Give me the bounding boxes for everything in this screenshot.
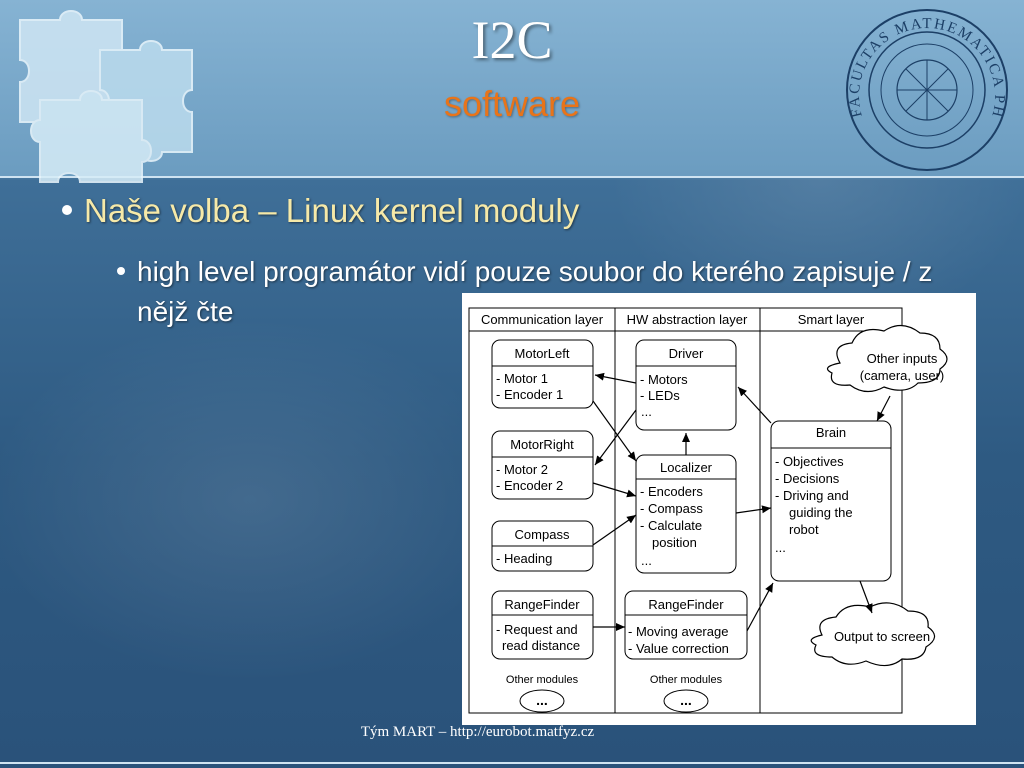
module-title: Brain [816, 425, 846, 440]
module-brain: Brain - Objectives - Decisions - Driving… [770, 420, 892, 582]
module-line: - Request and [496, 622, 578, 637]
module-driver: Driver - Motors - LEDs ... [635, 339, 737, 431]
module-line: - Compass [640, 501, 703, 516]
cloud-output: Output to screen [810, 602, 936, 667]
architecture-diagram: Communication layer HW abstraction layer… [462, 293, 976, 725]
module-line: - Value correction [628, 641, 729, 656]
module-line: - Objectives [775, 454, 844, 469]
arrow-driver-to-motorright [594, 409, 637, 466]
module-line: ... [641, 553, 652, 568]
module-line: ... [641, 404, 652, 419]
ellipsis-text: ... [680, 692, 692, 708]
column-header-communication: Communication layer [481, 312, 604, 327]
module-title: Localizer [660, 460, 713, 475]
arrow-brain-to-output [859, 580, 873, 614]
module-line: - Encoder 1 [496, 387, 563, 402]
module-motorright: MotorRight - Motor 2 - Encoder 2 [491, 430, 594, 500]
arrow-driver-to-motorleft [594, 372, 637, 384]
cloud-text: (camera, user) [860, 368, 945, 383]
column-header-hw-abstraction: HW abstraction layer [627, 312, 748, 327]
module-motorleft: MotorLeft - Motor 1 - Encoder 1 [491, 339, 594, 409]
other-modules-label: Other modules [650, 674, 723, 686]
bullet-main: Naše volba – Linux kernel moduly [62, 192, 579, 230]
arrow-motorleft-to-localizer [592, 400, 637, 462]
arrow-inputs-to-brain [876, 395, 891, 422]
module-line: ... [775, 540, 786, 555]
module-line: - Driving and [775, 488, 849, 503]
arrow-motorright-to-localizer [592, 482, 637, 498]
module-line: - Encoders [640, 484, 703, 499]
cloud-text: Output to screen [834, 629, 930, 644]
faculty-seal-logo: FACULTAS MATHEMATICA PHYSICA [842, 6, 1008, 171]
module-rangefinder-hw: RangeFinder - Moving average - Value cor… [624, 590, 748, 660]
module-title: RangeFinder [504, 597, 580, 612]
module-title: Compass [515, 527, 570, 542]
other-modules-hw: Other modules ... [650, 674, 723, 713]
bullet-sub: high level programátor vidí pouze soubor… [117, 252, 937, 332]
module-title: MotorLeft [515, 346, 570, 361]
module-line: - Motor 1 [496, 371, 548, 386]
module-title: RangeFinder [648, 597, 724, 612]
module-rangefinder-comm: RangeFinder - Request and read distance [491, 590, 594, 660]
module-line: position [652, 535, 697, 550]
module-line: robot [789, 522, 819, 537]
module-line: - Motor 2 [496, 462, 548, 477]
module-line: - LEDs [640, 388, 680, 403]
module-line: - Decisions [775, 471, 840, 486]
architecture-diagram-svg: Communication layer HW abstraction layer… [468, 307, 948, 714]
other-modules-label: Other modules [506, 674, 579, 686]
diagram-arrows [592, 372, 891, 632]
module-line: - Calculate [640, 518, 702, 533]
puzzle-pieces-image [19, 10, 193, 183]
module-line: - Motors [640, 372, 688, 387]
cloud-other-inputs: Other inputs (camera, user) [826, 324, 948, 393]
arrow-localizer-to-brain [735, 505, 772, 514]
bullet-dot-icon [62, 205, 72, 216]
other-modules-comm: Other modules ... [506, 674, 579, 713]
bullet-main-text: Naše volba – Linux kernel moduly [84, 192, 580, 229]
arrow-compass-to-localizer [592, 514, 637, 546]
bullet-dot-icon [117, 267, 125, 275]
slide-subtitle: software [443, 83, 581, 124]
layer-table [468, 307, 903, 714]
bottom-divider [0, 762, 1024, 764]
module-line: - Heading [496, 551, 552, 566]
module-compass: Compass - Heading [491, 520, 594, 572]
module-title: Driver [669, 346, 704, 361]
module-line: guiding the [789, 505, 853, 520]
cloud-text: Other inputs [867, 351, 938, 366]
arrow-brain-to-driver [737, 386, 772, 424]
footer-text: Tým MART – http://eurobot.matfyz.cz [360, 724, 595, 740]
module-title: MotorRight [510, 437, 574, 452]
module-line: - Encoder 2 [496, 478, 563, 493]
slide-title: I2C [471, 10, 553, 70]
column-header-smart: Smart layer [798, 312, 865, 327]
ellipsis-text: ... [536, 692, 548, 708]
module-localizer: Localizer - Encoders - Compass - Calcula… [635, 454, 737, 574]
module-line: - Moving average [628, 624, 728, 639]
bullet-sub-text: high level programátor vidí pouze soubor… [137, 256, 933, 327]
module-line: read distance [502, 638, 580, 653]
arrow-rangefinder-to-brain [746, 582, 774, 632]
